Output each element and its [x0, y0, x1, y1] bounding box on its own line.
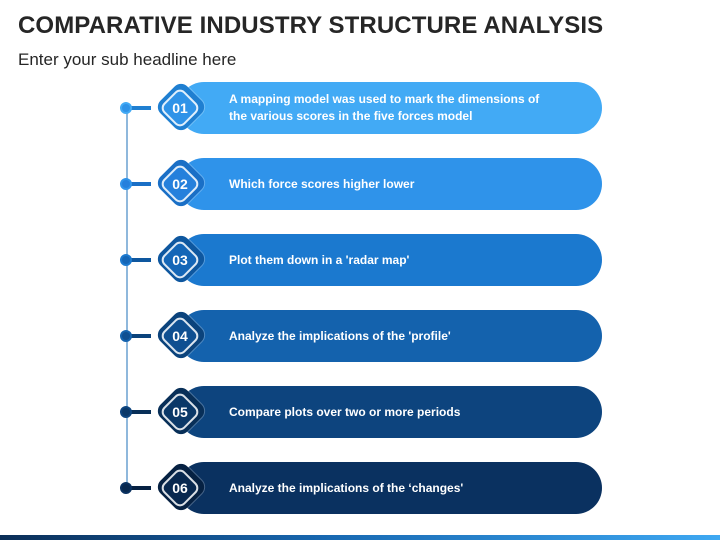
step-number: 01: [172, 100, 188, 116]
step-text: Which force scores higher lower: [229, 176, 415, 191]
step-text: Compare plots over two or more periods: [229, 404, 461, 419]
page-subtitle: Enter your sub headline here: [18, 50, 237, 69]
step-pill: [178, 158, 602, 210]
step-item: 05 Compare plots over two or more period…: [0, 384, 720, 439]
step-pill: [178, 462, 602, 514]
step-number: 06: [172, 480, 188, 496]
timeline-line: [126, 106, 128, 488]
footer-accent-bar: [0, 535, 720, 540]
timeline-dot: [120, 330, 132, 342]
step-text: Plot them down in a 'radar map': [229, 252, 410, 267]
step-item: 01 A mapping model was used to mark the …: [0, 80, 720, 135]
page-title: COMPARATIVE INDUSTRY STRUCTURE ANALYSIS: [18, 12, 604, 39]
step-connector: [131, 334, 151, 338]
step-connector: [131, 182, 151, 186]
step-pill: [178, 82, 602, 134]
timeline-dot: [120, 178, 132, 190]
step-pill: [178, 234, 602, 286]
step-connector: [131, 410, 151, 414]
step-connector: [131, 106, 151, 110]
step-item: 06 Analyze the implications of the ‘chan…: [0, 460, 720, 515]
step-number: 04: [172, 328, 188, 344]
step-item: 02 Which force scores higher lower: [0, 156, 720, 211]
timeline-dot: [120, 254, 132, 266]
timeline-dot: [120, 406, 132, 418]
step-item: 03 Plot them down in a 'radar map': [0, 232, 720, 287]
step-text: A mapping model was used to mark the dim…: [229, 92, 540, 123]
step-text: Analyze the implications of the 'profile…: [229, 328, 451, 343]
step-connector: [131, 486, 151, 490]
step-pill: [178, 310, 602, 362]
step-number: 02: [172, 176, 188, 192]
step-text: Analyze the implications of the ‘changes…: [229, 480, 464, 495]
step-item: 04 Analyze the implications of the 'prof…: [0, 308, 720, 363]
timeline-dot: [120, 482, 132, 494]
step-connector: [131, 258, 151, 262]
step-number: 05: [172, 404, 188, 420]
timeline-dot: [120, 102, 132, 114]
step-number: 03: [172, 252, 188, 268]
step-pill: [178, 386, 602, 438]
